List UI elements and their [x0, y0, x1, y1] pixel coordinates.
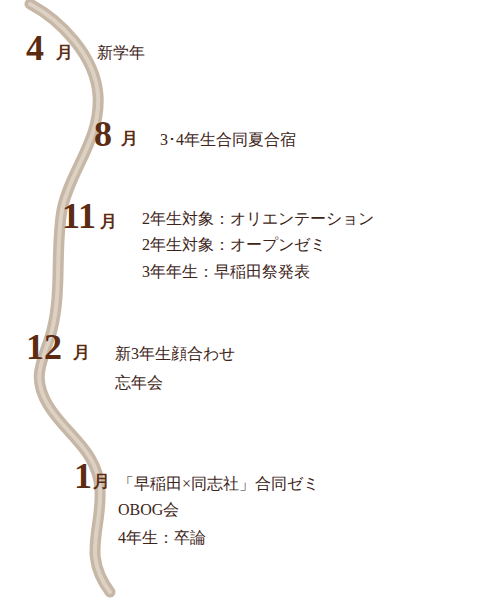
event-text: 4年生：卒論 [118, 530, 206, 546]
month-unit: 月 [100, 213, 117, 230]
ribbon-highlight [30, 4, 110, 592]
event-text: 2年生対象：オリエンテーション [142, 211, 374, 227]
event-text: 3年年生：早稲田祭発表 [142, 264, 310, 280]
month-unit: 月 [121, 130, 138, 147]
event-text: 3･4年生合同夏合宿 [160, 132, 296, 148]
event-text: 新学年 [97, 45, 145, 61]
month-number: 8 [94, 116, 112, 152]
event-text: 2年生対象：オープンゼミ [142, 237, 326, 253]
event-text: 「早稲田×同志社」合同ゼミ [118, 476, 319, 492]
month-number: 4 [26, 30, 44, 66]
event-text: 忘年会 [115, 375, 163, 391]
month-unit: 月 [56, 44, 73, 61]
event-text: 新3年生顔合わせ [115, 346, 235, 362]
month-number: 12 [26, 329, 62, 365]
month-number: 11 [62, 198, 96, 234]
month-unit: 月 [93, 473, 110, 490]
month-number: 1 [74, 458, 92, 494]
event-text: OBOG会 [118, 502, 179, 518]
ribbon-stroke [30, 4, 110, 592]
month-unit: 月 [73, 344, 90, 361]
